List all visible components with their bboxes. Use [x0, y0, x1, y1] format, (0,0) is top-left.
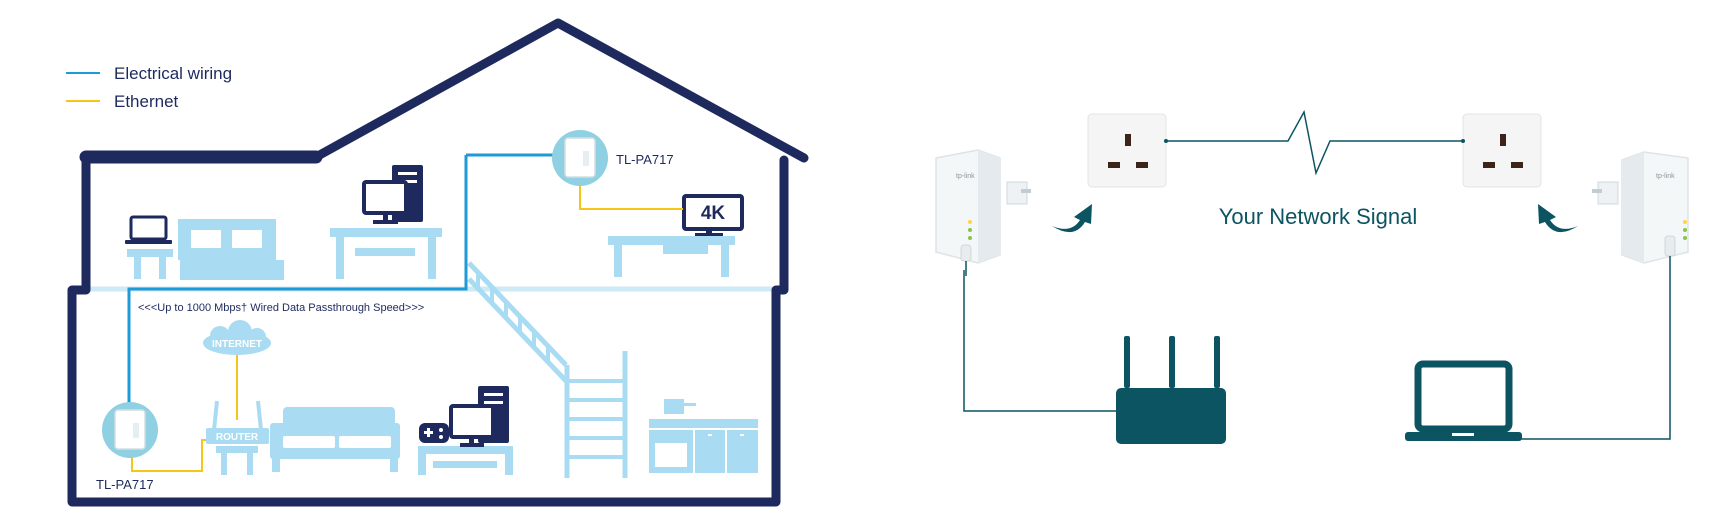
- router-stand-icon: [216, 446, 258, 475]
- adapter-top-label: TL-PA717: [616, 152, 674, 167]
- legend-electrical-label: Electrical wiring: [114, 64, 232, 83]
- tv-table-icon: [608, 236, 735, 277]
- router-label: ROUTER: [216, 432, 259, 443]
- electrical-wiring-line: [127, 155, 468, 405]
- bed-icon: [178, 219, 284, 280]
- speed-label: <<<Up to 1000 Mbps† Wired Data Passthrou…: [138, 302, 424, 314]
- router-icon: ROUTER: [206, 400, 269, 444]
- adapter-left-product-icon: tp-link: [935, 149, 1031, 264]
- plug-in-arrow-left-icon: [1052, 204, 1092, 233]
- ethernet-line-lower: [131, 439, 206, 472]
- upper-desk-icon: [330, 228, 442, 279]
- gamepad-icon: [419, 423, 449, 443]
- upper-laptop-icon: [125, 215, 172, 244]
- legend: Electrical wiring Ethernet: [66, 64, 232, 111]
- house: 4K: [67, 18, 809, 507]
- router-device-icon: [1116, 336, 1226, 444]
- game-console-computer-icon: [419, 386, 509, 447]
- legend-ethernet-label: Ethernet: [114, 92, 179, 111]
- sofa-icon: [270, 407, 400, 472]
- adapter-bottom-label: TL-PA717: [96, 477, 154, 492]
- cable-right-to-laptop: [1514, 256, 1671, 440]
- adapter-bottom-icon: [102, 402, 158, 458]
- internet-cloud-icon: INTERNET: [203, 320, 271, 355]
- wall-socket-right-icon: [1462, 113, 1542, 188]
- wall-socket-left-icon: [1087, 113, 1167, 188]
- staircase: [467, 261, 628, 478]
- tv-4k-icon: 4K: [682, 194, 744, 236]
- adapter-top-icon: [552, 130, 608, 186]
- nightstand-icon: [127, 249, 173, 279]
- tv-4k-label: 4K: [701, 203, 726, 224]
- adapter-left-brand: tp-link: [956, 173, 975, 180]
- ethernet-line-upper: [579, 175, 683, 210]
- adapter-right-product-icon: tp-link: [1592, 151, 1689, 264]
- network-diagram: tp-link Your Network Signal: [935, 109, 1689, 444]
- adapter-right-brand: tp-link: [1656, 173, 1675, 180]
- internet-label: INTERNET: [212, 339, 262, 350]
- desktop-computer-icon: [362, 165, 423, 224]
- signal-wave: [1166, 109, 1463, 176]
- cable-left-to-router: [963, 261, 1116, 412]
- plug-in-arrow-right-icon: [1538, 204, 1578, 233]
- kitchen-icon: [649, 399, 758, 473]
- network-signal-label: Your Network Signal: [1219, 204, 1418, 229]
- laptop-device-icon: [1405, 360, 1522, 441]
- tv-console-icon: [418, 446, 513, 475]
